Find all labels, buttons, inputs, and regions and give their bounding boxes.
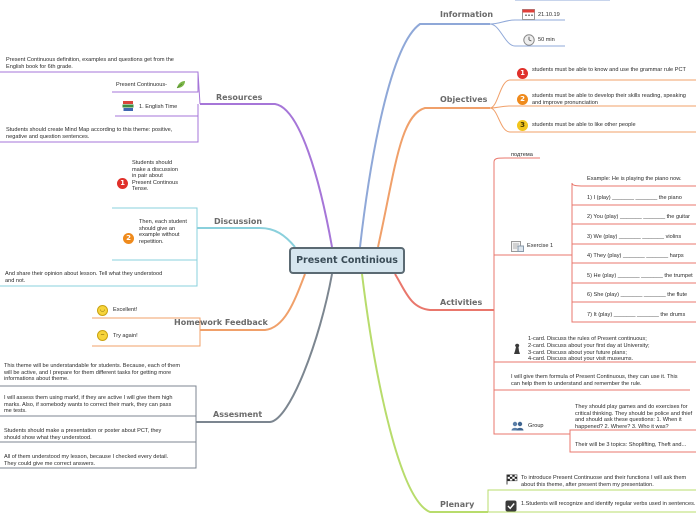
resource-item: Present Continuous- [116,82,167,88]
assessment-item: All of them understood my lesson, becaus… [4,454,169,467]
resource-item: Present Continuous definition, examples … [6,57,174,70]
objective-item: students must be able to develop their s… [532,93,686,106]
branch-resources[interactable]: Resources [216,93,263,102]
leaf-icon [176,81,185,89]
link-assessment [196,273,333,423]
branch-objectives[interactable]: Objectives [440,95,488,104]
objective-item: students must be able to like other peop… [532,122,636,128]
info-duration: 50 min [538,37,555,43]
priority-2-icon: 2 [123,233,134,244]
group-item: Their will be 3 topics: Shoplifting, The… [575,442,687,448]
link-information [359,23,490,248]
central-topic[interactable]: Present Continious [289,247,405,274]
assessment-item: This theme will be understandable for st… [4,363,180,383]
feedback-item: Excellent! [113,307,138,313]
exercise-label: Exercise 1 [527,243,554,249]
books-icon [122,101,134,111]
clock-icon [523,34,535,46]
discussion-item: Then, each student should give an exampl… [139,219,187,245]
worksheet-icon [511,241,524,252]
branch-information[interactable]: Information [440,10,494,19]
exercise-item: 5) He (play) _______ _______ the trumpet [587,273,693,279]
group-item: They should play games and do exercises … [575,404,693,430]
branch-homework-feedback[interactable]: Homework Feedback [174,318,268,327]
link-discussion [197,227,296,248]
branch-assesment[interactable]: Assesment [213,410,263,419]
group-label: Group [528,423,544,429]
assessment-item: Students should make a presentation or p… [4,428,162,441]
resource-item: Students should create Mind Map accordin… [6,127,173,140]
info-date: 21.10.19 [538,12,560,18]
branch-plenary[interactable]: Plenary [440,500,475,509]
formula-text: I will give them formula of Present Cont… [511,374,678,387]
smiley-happy-icon: ◡ [97,305,108,316]
priority-3-icon: 3 [517,120,528,131]
plenary-item: 1.Students will recognize and identify r… [521,501,696,507]
smiley-neutral-icon: – [97,330,108,341]
exercise-item: 6) She (play) _______ _______ the flute [587,292,688,298]
link-resources [200,103,333,248]
link-information-date [489,19,565,25]
link-activities [394,273,494,311]
subtopic-label: подтема [511,152,533,158]
priority-1-icon: 1 [117,178,128,189]
group-icon [511,421,524,431]
link-objectives [377,107,490,248]
branch-activities[interactable]: Activities [440,298,483,307]
checkered-flag-icon [506,474,518,485]
resource-item: 1. English Time [139,104,178,110]
plenary-item: To introduce Present Continuose and thei… [521,475,687,488]
cards-text: 1-card. Discuss the rules of Present con… [528,336,650,363]
exercise-item: 4) They (play) _______ _______ harps [587,253,684,259]
chess-piece-icon [514,343,520,354]
priority-1-icon: 1 [517,68,528,79]
checkbox-checked-icon [505,500,517,512]
exercise-example: Example: He is playing the piano now. [587,176,682,182]
priority-2-icon: 2 [517,94,528,105]
exercise-item: 1) I (play) _______ _______ the piano [587,195,682,201]
link-homework [200,273,306,331]
link-information-duration [489,23,565,47]
calendar-icon [522,9,535,20]
exercise-item: 7) It (play) _______ _______ the drums [587,312,686,318]
exercise-item: 2) You (play) _______ _______ the guitar [587,214,690,220]
discussion-item: And share their opinion about lesson. Te… [5,271,163,284]
link-plenary [361,273,488,513]
feedback-item: Try again! [113,333,138,339]
assessment-item: I will assess them using markf, if they … [4,395,173,415]
branch-discussion[interactable]: Discussion [214,217,263,226]
exercise-item: 3) We (play) _______ _______ violins [587,234,682,240]
discussion-item: Students should make a discussion in pai… [132,160,179,193]
objective-item: students must be able to know and use th… [532,67,686,73]
